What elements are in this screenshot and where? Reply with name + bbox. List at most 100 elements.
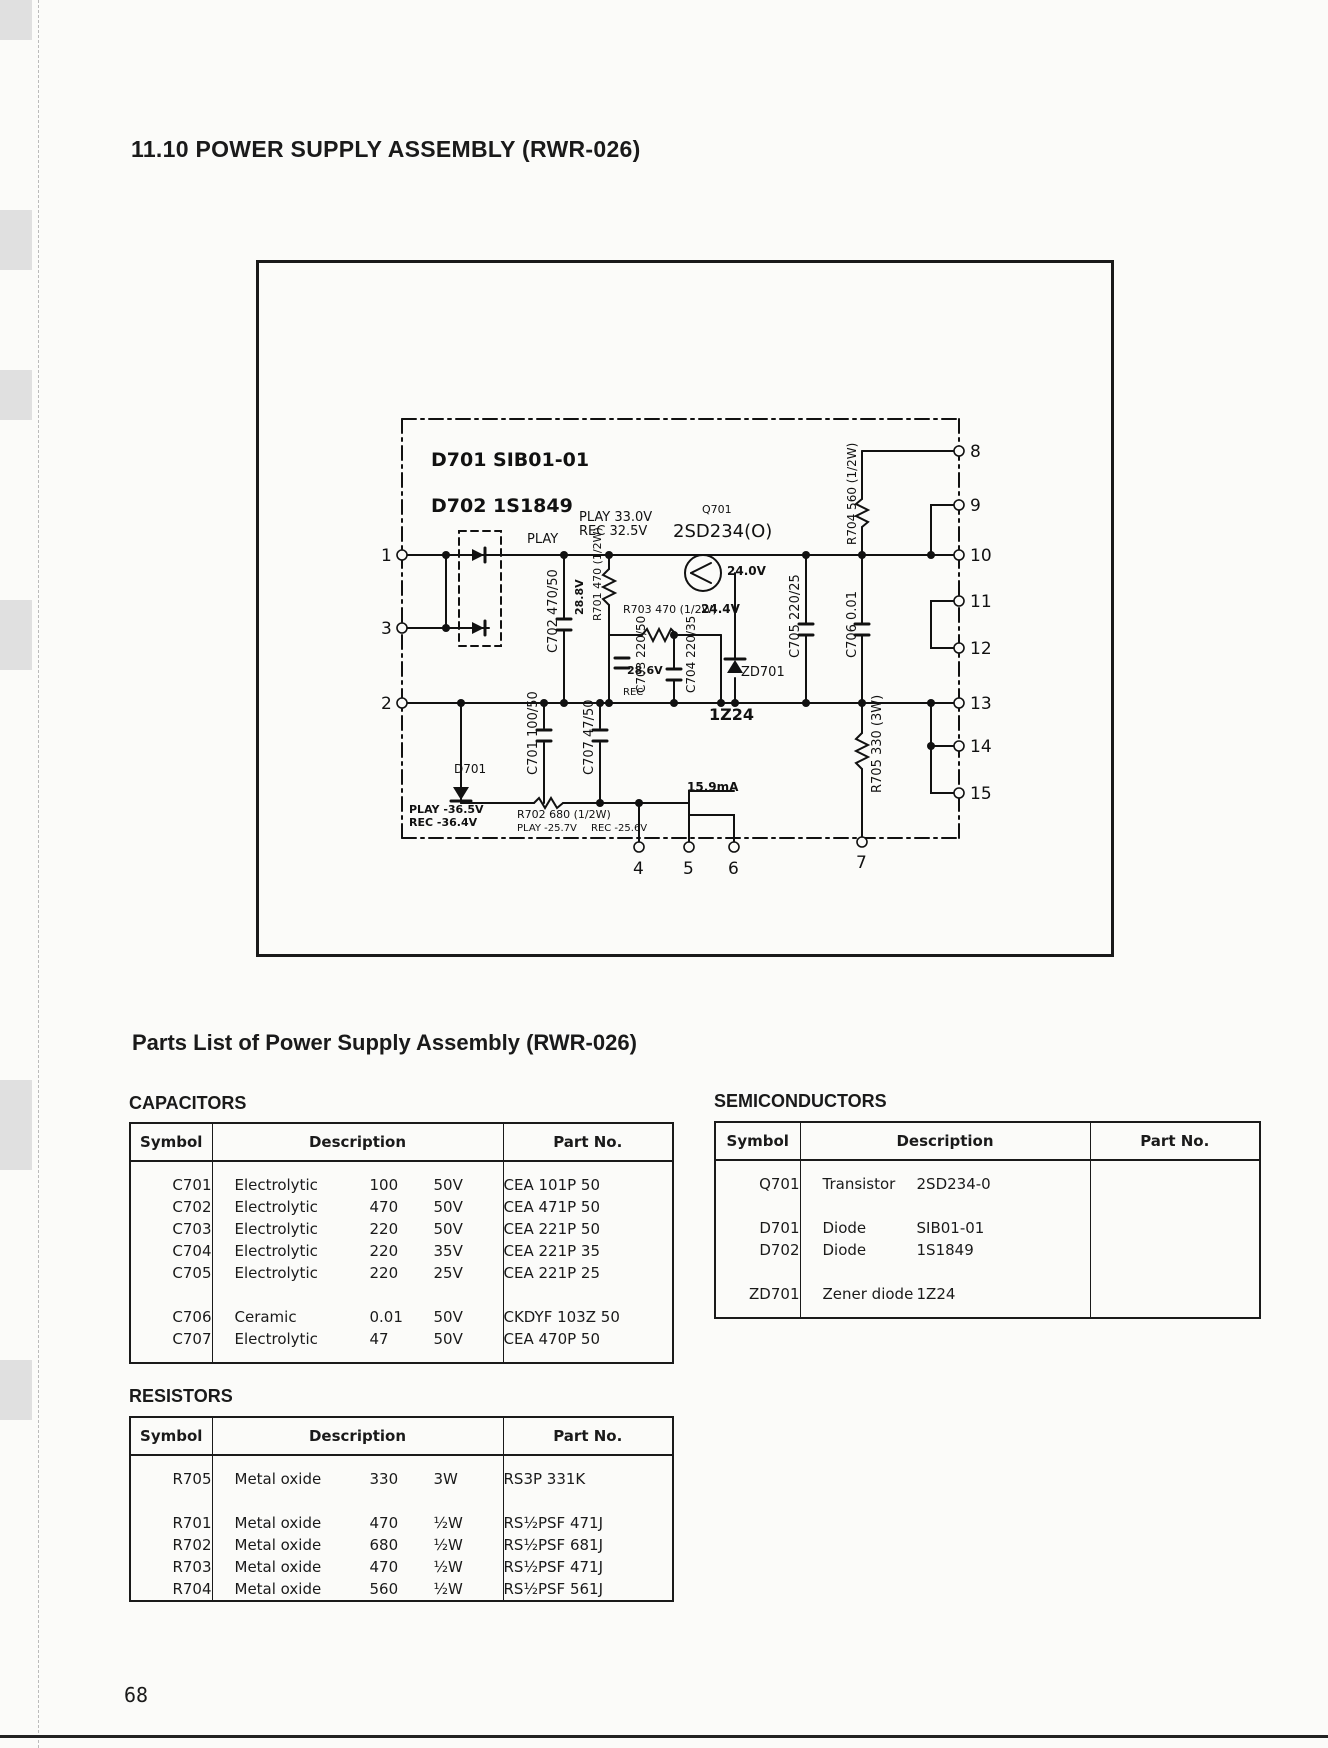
d701-label: D701 SIB01-01	[431, 449, 589, 471]
r701-label: R701 470 (1/2W)	[591, 527, 604, 621]
cell-symbol: Q701	[715, 1173, 801, 1195]
column-header-description: Description	[212, 1417, 504, 1456]
cell-type: Electrolytic	[234, 1220, 318, 1238]
column-header-part-no: Part No.	[503, 1417, 673, 1456]
cell-type: Diode	[822, 1219, 867, 1237]
zd701-label: ZD701	[741, 665, 785, 680]
cell-description: Transistor 2SD234-0	[800, 1173, 1091, 1195]
rec-neg2-label: REC -25.6V	[591, 823, 647, 834]
table-spacer	[212, 1350, 504, 1363]
table-spacer	[1090, 1261, 1260, 1283]
current-label: 15.9mA	[687, 780, 739, 794]
table-spacer	[1090, 1195, 1260, 1217]
cell-value: 0.01	[369, 1308, 403, 1326]
capacitors-title: CAPACITORS	[129, 1093, 247, 1113]
cell-type: Ceramic	[234, 1308, 297, 1326]
terminal-label: 2	[381, 694, 392, 714]
cell-value: 560	[369, 1580, 399, 1598]
cell-part-no: CEA 221P 25	[503, 1264, 601, 1282]
capacitors-table: Symbol Description Part No. C701 Electro…	[129, 1122, 674, 1364]
table-spacer	[715, 1160, 801, 1173]
semiconductors-table: Symbol Description Part No. Q701 Transis…	[714, 1121, 1261, 1319]
cell-type: Electrolytic	[234, 1264, 318, 1282]
cell-type: Transistor	[822, 1175, 896, 1193]
cell-rating: 50V	[433, 1198, 463, 1216]
q701-transistor	[684, 554, 736, 599]
scan-artifact	[0, 600, 32, 670]
table-spacer	[715, 1305, 801, 1318]
cell-symbol: C701	[130, 1174, 213, 1196]
resistors-title: RESISTORS	[129, 1386, 233, 1406]
r702-label: R702 680 (1/2W)	[517, 808, 611, 821]
rec-node-label: REC	[623, 687, 643, 698]
table-spacer	[800, 1195, 1091, 1217]
parts-list-title: Parts List of Power Supply Assembly (RWR…	[132, 1030, 637, 1055]
table-spacer	[212, 1455, 504, 1468]
terminal-label: 8	[970, 442, 981, 462]
cell-type: Metal oxide	[234, 1580, 322, 1598]
scan-artifact	[0, 1080, 32, 1170]
table-spacer	[212, 1161, 504, 1174]
terminal-label: 14	[970, 737, 992, 757]
c707-label: C707 47/50	[582, 700, 597, 776]
cell-type: Metal oxide	[234, 1558, 322, 1576]
terminal-label: 6	[728, 859, 739, 879]
semiconductors-title: SEMICONDUCTORS	[714, 1091, 887, 1111]
cell-symbol: C707	[130, 1328, 213, 1350]
cell-part-no: RS½PSF 471J	[503, 1514, 604, 1532]
cell-part-no: CEA 471P 50	[503, 1198, 601, 1216]
cell-value: 1Z24	[916, 1285, 956, 1303]
cell-type: Diode	[822, 1241, 867, 1259]
cell-value: 1S1849	[916, 1241, 974, 1259]
cell-symbol: C702	[130, 1196, 213, 1218]
cell-rating: 3W	[433, 1470, 458, 1488]
base-voltage-label: 24.4V	[701, 602, 741, 616]
d701-lower-label: D701	[454, 762, 486, 776]
cell-value: 330	[369, 1470, 399, 1488]
cell-type: Zener diode	[822, 1285, 914, 1303]
r704-label: R704 560 (1/2W)	[845, 443, 859, 545]
q701-label: Q701	[702, 503, 732, 516]
table-spacer	[503, 1350, 673, 1363]
table-spacer	[130, 1284, 213, 1306]
cell-type: Metal oxide	[234, 1536, 322, 1554]
power-supply-schematic: 1 3 2 4 5 6 7 8 9 10 11 12 13 14 15 D701…	[381, 418, 992, 879]
cell-rating: ½W	[433, 1536, 463, 1554]
scan-artifact	[0, 0, 32, 40]
column-header-symbol: Symbol	[715, 1122, 801, 1161]
cell-symbol: R705	[130, 1468, 213, 1490]
c704-label: C704 220/35	[684, 616, 698, 693]
table-spacer	[800, 1305, 1091, 1318]
cell-part-no	[1090, 1283, 1260, 1305]
table-spacer	[130, 1350, 213, 1363]
scan-artifact	[0, 210, 32, 270]
column-header-part-no: Part No.	[503, 1123, 673, 1162]
table-spacer	[212, 1284, 504, 1306]
rec-neg-label: REC -36.4V	[409, 816, 478, 829]
cell-symbol: C704	[130, 1240, 213, 1262]
play-voltage-label: PLAY 33.0V	[579, 510, 652, 525]
column-header-symbol: Symbol	[130, 1123, 213, 1162]
cell-value: 2SD234-0	[916, 1175, 991, 1193]
q701-part-label: 2SD234(O)	[673, 521, 772, 542]
cell-symbol: C706	[130, 1306, 213, 1328]
terminal-labels: 1 3 2 4 5 6 7 8 9 10 11 12 13 14 15	[381, 442, 992, 879]
cell-part-no: RS3P 331K	[503, 1470, 586, 1488]
play-label: PLAY	[527, 532, 558, 547]
page-number: 68	[124, 1683, 149, 1707]
cell-symbol: R702	[130, 1534, 213, 1556]
cell-symbol: ZD701	[715, 1283, 801, 1305]
cell-part-no: CEA 470P 50	[503, 1330, 601, 1348]
